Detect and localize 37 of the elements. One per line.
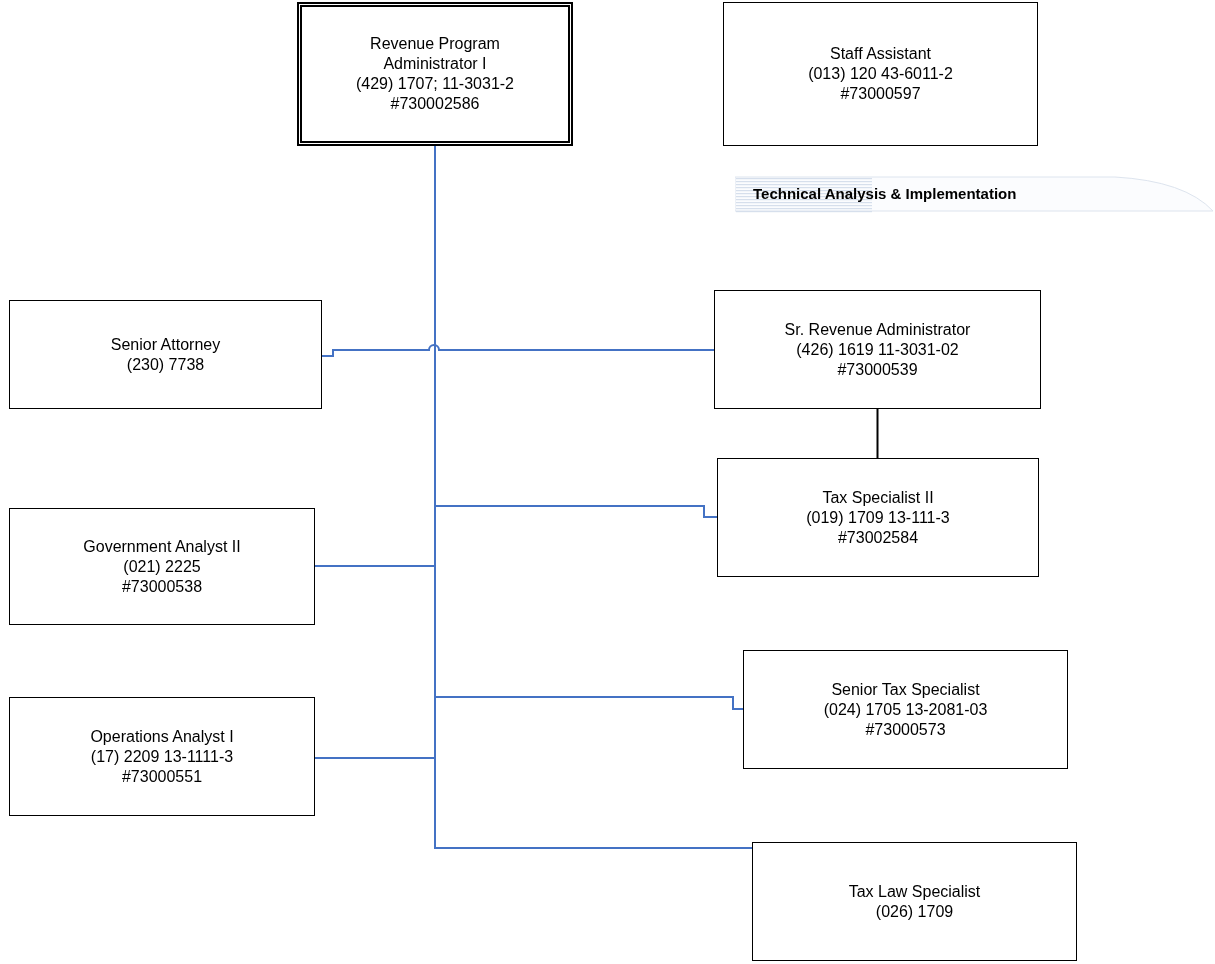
position-title: Government Analyst II: [83, 536, 241, 557]
position-code: #73002584: [837, 527, 919, 548]
position-code: (026) 1709: [875, 901, 954, 922]
position-code: #73000539: [837, 359, 918, 380]
position-code: (021) 2225: [123, 556, 201, 577]
connector-line: [321, 344, 715, 357]
position-code: (429) 1707; 11-3031-2: [355, 74, 514, 94]
position-code: #73000538: [121, 576, 203, 597]
position-title: Operations Analyst I: [90, 726, 234, 747]
position-code: #73000597: [840, 84, 921, 104]
position-box: [9, 697, 315, 816]
position-title: Revenue Program Administrator I: [369, 34, 501, 74]
position-title: Tax Law Specialist: [848, 881, 981, 902]
position-title: Staff Assistant: [829, 44, 932, 64]
position-code: (024) 1705 13-2081-03: [823, 699, 988, 720]
position-box: [9, 508, 315, 625]
position-code: (230) 7738: [126, 354, 205, 375]
position-box: [9, 300, 322, 409]
position-box: [723, 2, 1038, 146]
position-box: [717, 458, 1039, 577]
position-box: [743, 650, 1068, 769]
position-code: #73000573: [865, 719, 946, 740]
section-heading: Technical Analysis & Implementation: [753, 185, 1017, 202]
position-code: (426) 1619 11-3031-02: [796, 339, 959, 360]
position-box: [752, 842, 1077, 961]
position-code: (013) 120 43-6011-2: [808, 64, 953, 84]
position-code: (17) 2209 13-1111-3: [90, 746, 234, 767]
connector-line: [876, 408, 879, 459]
position-title: Senior Tax Specialist: [831, 679, 980, 700]
position-box: [714, 290, 1041, 409]
position-code: #730002586: [390, 94, 480, 114]
position-title: Senior Attorney: [110, 334, 221, 355]
position-code: #73000551: [121, 766, 203, 787]
position-title: Tax Specialist II: [822, 487, 934, 508]
position-code: (019) 1709 13-111-3: [806, 507, 950, 528]
position-title: Sr. Revenue Administrator: [784, 319, 971, 340]
position-box: [297, 2, 573, 146]
